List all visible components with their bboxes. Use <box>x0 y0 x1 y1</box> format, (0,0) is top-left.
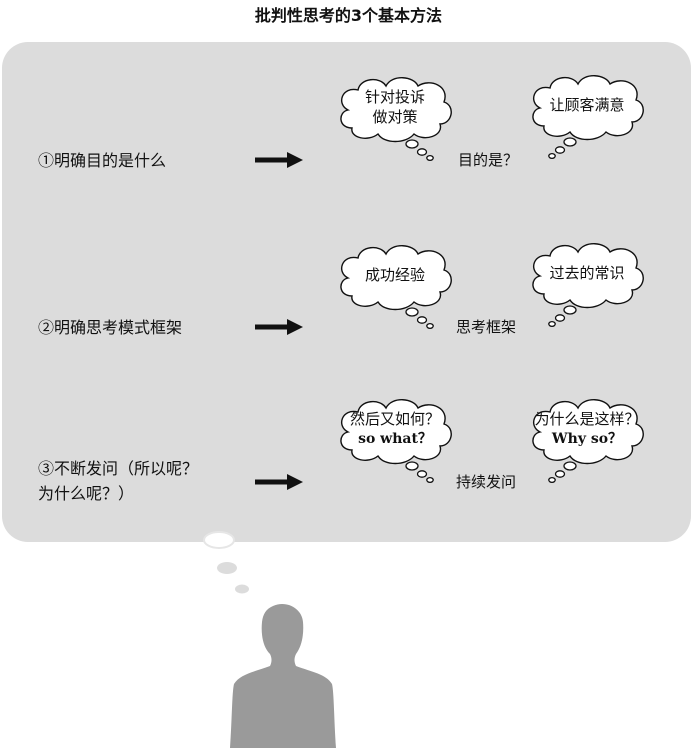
arrow-icon <box>255 319 303 335</box>
step-3-label: ③不断发问（所以呢？ 为什么呢？） <box>38 456 198 506</box>
thought-cloud: 针对投诉 做对策 <box>334 74 456 164</box>
step-1-label: ①明确目的是什么 <box>38 148 166 173</box>
cloud-line: 过去的常识 <box>549 264 625 282</box>
cloud-line: 然后又如何？ <box>349 410 440 428</box>
step-2-target: 思考框架 <box>456 318 517 336</box>
step-3-label-line: ③不断发问（所以呢？ <box>38 459 199 478</box>
step-3-target: 持续发问 <box>456 473 517 491</box>
cloud-line: 让顾客满意 <box>549 96 625 114</box>
cloud-line: 成功经验 <box>364 266 425 284</box>
thought-cloud: 过去的常识 <box>526 240 648 330</box>
step-3-label-line: 为什么呢？） <box>38 484 135 503</box>
thought-dots <box>203 531 249 594</box>
step-2-label-line: ②明确思考模式框架 <box>38 318 183 337</box>
thought-cloud: 成功经验 <box>334 242 456 332</box>
cloud-line: 为什么是这样？ <box>534 410 640 428</box>
step-1-target: 目的是？ <box>458 151 519 169</box>
person-silhouette-icon <box>230 603 336 748</box>
cloud-line: 针对投诉 <box>364 88 425 106</box>
thought-cloud: 然后又如何？ so what？ <box>334 396 456 486</box>
arrow-icon <box>255 152 303 168</box>
step-1-label-line: ①明确目的是什么 <box>38 151 167 170</box>
cloud-line: 做对策 <box>372 108 418 126</box>
thought-cloud: 让顾客满意 <box>526 72 648 162</box>
diagram-title: 批判性思考的3个基本方法 <box>254 6 443 25</box>
cloud-line: so what？ <box>358 431 432 447</box>
thought-cloud: 为什么是这样？ Why so？ <box>526 396 648 486</box>
cloud-line: Why so？ <box>551 431 623 447</box>
arrow-icon <box>255 474 303 490</box>
step-2-label: ②明确思考模式框架 <box>38 315 182 340</box>
